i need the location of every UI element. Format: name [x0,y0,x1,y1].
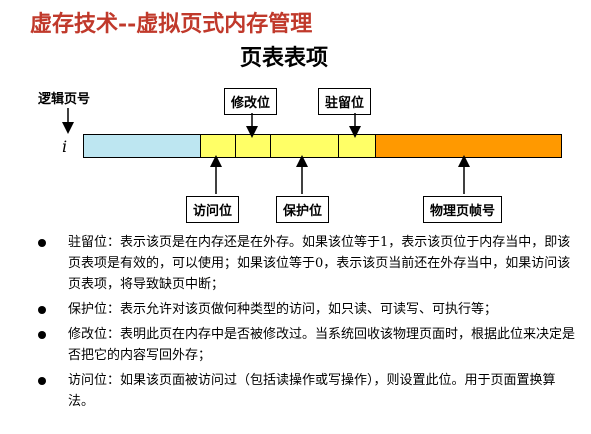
bullet-text: 修改位：表明此页在内存中是否被修改过。当系统回收该物理页面时，根据此位来决定是否… [68,327,576,363]
physical-frame-label: 物理页帧号 [423,196,503,223]
protection-bit-label: 保护位 [276,196,330,223]
diagram-subtitle: 页表表项 [240,45,329,71]
bullet-text: 驻留位：表示该页是在内存还是在外存。如果该位等于1，表示该页位于内存当中，即该页… [68,235,571,292]
bullet-item-modified: 修改位：表明此页在内存中是否被修改过。当系统回收该物理页面时，根据此位来决定是否… [30,324,575,366]
page-title: 虚存技术--虚拟页式内存管理 [30,11,313,37]
resident-bit-label: 驻留位 [318,88,372,115]
logical-page-number-label: 逻辑页号 [38,92,91,107]
bullet-dot-icon [38,331,46,339]
bullet-item-resident: 驻留位：表示该页是在内存还是在外存。如果该位等于1，表示该页位于内存当中，即该页… [30,232,575,295]
bullet-dot-icon [38,377,46,385]
bullet-dot-icon [38,306,46,314]
modified-bit-label: 修改位 [224,88,278,115]
bullet-text: 保护位：表示允许对该页做何种类型的访问，如只读、可读写、可执行等； [68,302,498,317]
bullet-item-protection: 保护位：表示允许对该页做何种类型的访问，如只读、可读写、可执行等； [30,299,575,320]
bullet-dot-icon [38,239,46,247]
page-index-field [83,134,201,158]
access-bit-label: 访问位 [186,196,240,223]
index-symbol: i [62,137,68,156]
bullet-list: 驻留位：表示该页是在内存还是在外存。如果该位等于1，表示该页位于内存当中，即该页… [30,232,575,416]
bullet-text: 访问位：如果该页面被访问过（包括读操作或写操作），则设置此位。用于页面置换算法。 [68,373,556,409]
bullet-item-access: 访问位：如果该页面被访问过（包括读操作或写操作），则设置此位。用于页面置换算法。 [30,370,575,412]
